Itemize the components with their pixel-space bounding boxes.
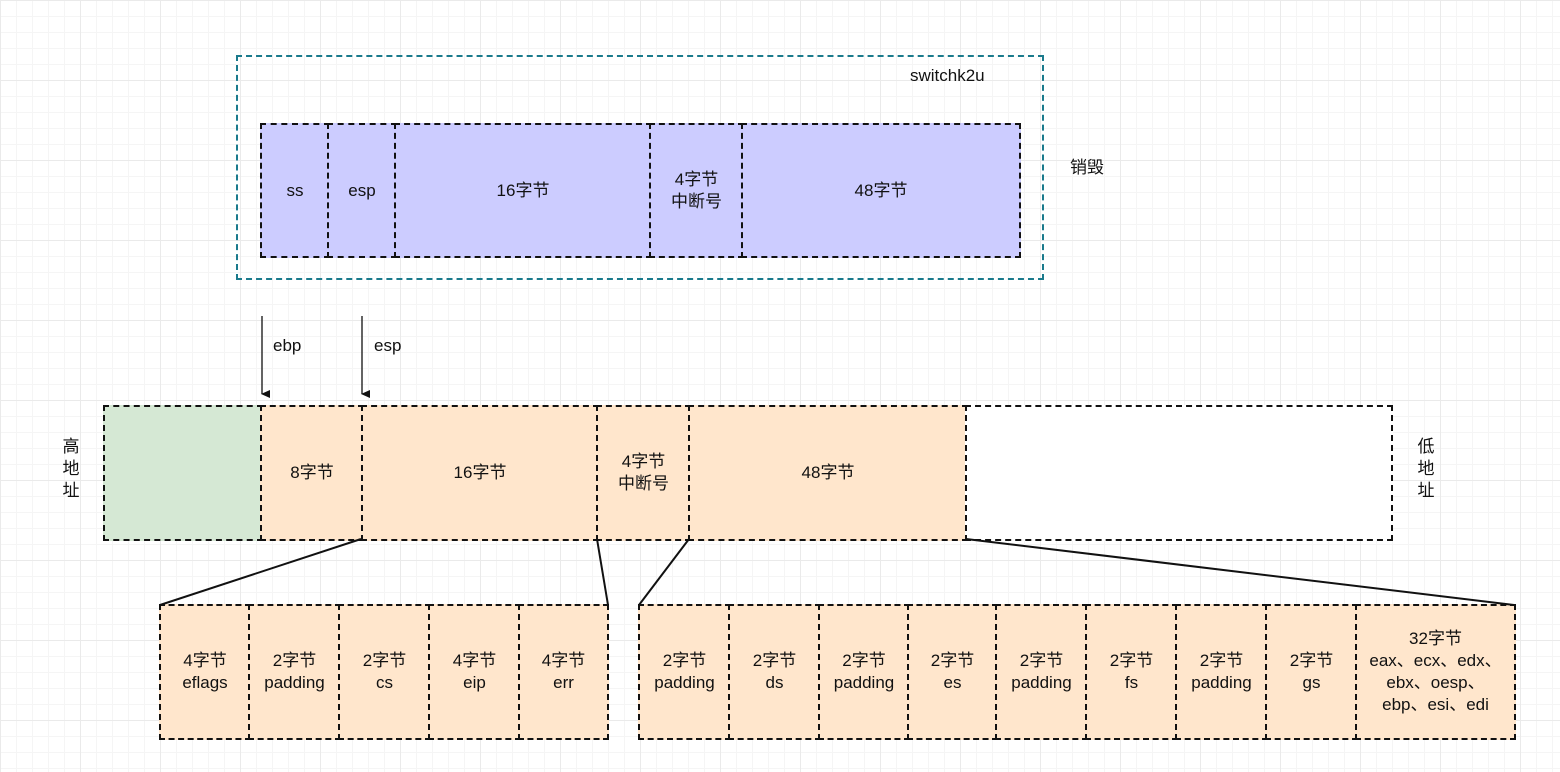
stack-cell-48: 48字节 [688, 405, 968, 541]
detail16-eip: 4字节 eip [428, 604, 521, 740]
link-48-left [638, 538, 690, 606]
switch-cell-ss: ss [260, 123, 330, 258]
ebp-pointer-label: ebp [273, 336, 302, 355]
stack-cell-high [103, 405, 263, 541]
esp-pointer-label: esp [374, 336, 402, 355]
switchk2u-group [236, 55, 1044, 280]
detail48-padding-4: 2字节 padding [1175, 604, 1268, 740]
stack-cell-int: 4字节 中断号 [596, 405, 691, 541]
detail48-padding-3: 2字节 padding [995, 604, 1088, 740]
stack-cell-low [965, 405, 1393, 541]
detail48-padding-2: 2字节 padding [818, 604, 910, 740]
destroy-label: 销毁 [1070, 158, 1104, 177]
high-address-label: 高 地 址 [62, 437, 80, 500]
detail48-padding-1: 2字节 padding [638, 604, 731, 740]
detail48-fs: 2字节 fs [1085, 604, 1178, 740]
switchk2u-title: switchk2u [910, 66, 985, 85]
detail48-gs: 2字节 gs [1265, 604, 1358, 740]
stack-cell-int-text: 4字节 中断号 [618, 452, 669, 493]
switch-cell-48: 48字节 [741, 123, 1021, 258]
link-16-right [596, 538, 609, 606]
detail48-ds: 2字节 ds [728, 604, 821, 740]
stack-cell-16: 16字节 [361, 405, 599, 541]
detail48-es: 2字节 es [907, 604, 998, 740]
detail16-err: 4字节 err [518, 604, 609, 740]
link-48-right [965, 538, 1515, 606]
detail16-padding: 2字节 padding [248, 604, 341, 740]
detail48-regs: 32字节 eax、ecx、edx、 ebx、oesp、 ebp、esi、edi [1355, 604, 1516, 740]
switch-cell-int-text: 4字节 中断号 [671, 169, 722, 211]
low-address-label: 低 地 址 [1417, 437, 1435, 500]
link-16-left [159, 538, 362, 606]
switch-cell-16: 16字节 [394, 123, 652, 258]
